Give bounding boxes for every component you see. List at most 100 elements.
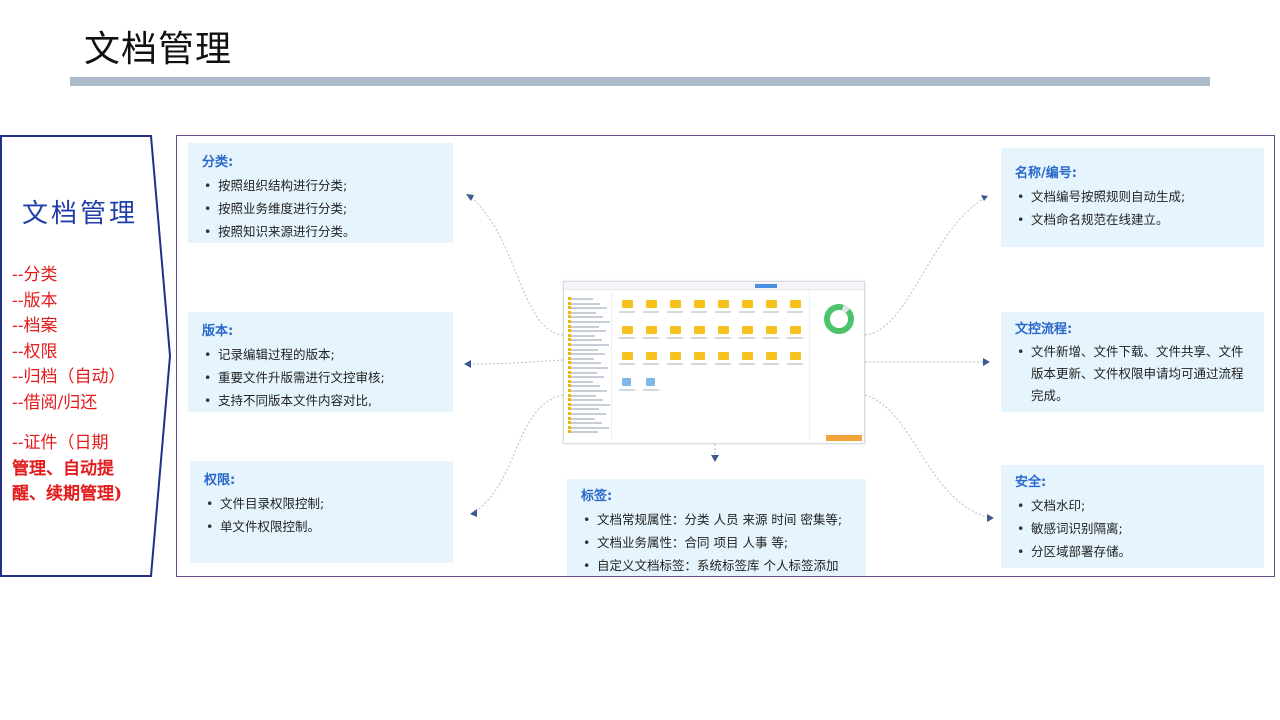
screenshot-tree-row — [568, 356, 594, 360]
side-item: --分类 — [12, 265, 58, 285]
side-item: --证件（日期 — [12, 433, 109, 453]
screenshot-folder-label — [643, 389, 659, 391]
screenshot-tree-row — [568, 393, 596, 397]
screenshot-folder-icon — [670, 352, 681, 360]
card-title: 名称/编号: — [1015, 166, 1077, 181]
title-divider — [70, 77, 1210, 86]
screenshot-folder-icon — [646, 378, 655, 386]
card-item: 敏感词识别隔离; — [1015, 517, 1250, 540]
screenshot-tree-row — [568, 389, 607, 392]
screenshot-tree-row — [568, 430, 598, 434]
screenshot-toolbar — [564, 282, 864, 290]
screenshot-folder-label — [739, 311, 755, 313]
side-item: 醒、续期管理) — [12, 484, 123, 504]
screenshot-folder-label — [787, 337, 803, 339]
screenshot-tree-row — [568, 425, 609, 429]
screenshot-tree-row — [568, 306, 607, 310]
screenshot-folder-label — [715, 337, 731, 339]
card-title: 标签: — [581, 489, 613, 504]
card-item: 文档常规属性：分类 人员 来源 时间 密集等; — [581, 508, 852, 531]
card-item: 文档编号按照规则自动生成; — [1015, 185, 1250, 208]
screenshot-folder-label — [691, 363, 707, 365]
screenshot-folder-label — [739, 363, 755, 365]
card-title: 版本: — [202, 324, 234, 339]
card-item: 文档命名规范在线建立。 — [1015, 208, 1250, 231]
side-item: --归档（自动） — [12, 367, 126, 387]
screenshot-folder-label — [619, 363, 635, 365]
side-panel-list: --分类 --版本 --档案 --权限 --归档（自动） --借阅/归还 --证… — [12, 263, 162, 508]
arrow-head — [470, 509, 477, 517]
screenshot-folder-icon — [790, 300, 801, 308]
screenshot-folder-icon — [790, 352, 801, 360]
screenshot-folder-label — [667, 363, 683, 365]
screenshot-folder-icon — [646, 352, 657, 360]
card-item: 自定义文档标签：系统标签库 个人标签添加 — [581, 554, 852, 577]
screenshot-tree-row — [568, 379, 593, 383]
screenshot-folder-label — [763, 363, 779, 365]
screenshot-tree-row — [568, 407, 599, 411]
side-item: --档案 — [12, 316, 58, 336]
screenshot-tree-row — [568, 338, 602, 342]
card-title: 权限: — [204, 473, 236, 488]
screenshot-folder-icon — [622, 352, 633, 360]
screenshot-tree-row — [568, 324, 599, 328]
document-manager-screenshot — [563, 281, 865, 444]
card-classify: 分类: 按照组织结构进行分类; 按照业务维度进行分类; 按照知识来源进行分类。 — [188, 143, 453, 243]
screenshot-tree-row — [568, 361, 601, 365]
card-item: 按照知识来源进行分类。 — [202, 220, 439, 243]
side-panel-shape — [0, 135, 172, 577]
screenshot-tree-row — [568, 301, 600, 305]
screenshot-tree-row — [568, 412, 606, 415]
screenshot-folder-icon — [718, 300, 729, 308]
side-panel-title: 文档管理 — [22, 199, 139, 229]
screenshot-folder-label — [787, 363, 803, 365]
screenshot-tree-row — [568, 402, 610, 406]
screenshot-footer-button — [826, 435, 862, 441]
screenshot-folder-icon — [766, 326, 777, 334]
screenshot-folder-label — [787, 311, 803, 313]
card-item: 文档水印; — [1015, 494, 1250, 517]
screenshot-tree-row — [568, 416, 595, 420]
arrow-head — [711, 455, 719, 462]
card-item: 分区域部署存储。 — [1015, 540, 1250, 563]
side-item: --权限 — [12, 341, 58, 362]
screenshot-folder-label — [643, 311, 659, 313]
screenshot-folder-icon — [694, 300, 705, 308]
screenshot-tree-row — [568, 421, 602, 425]
page-title: 文档管理 — [84, 29, 233, 70]
screenshot-tree-row — [568, 384, 600, 388]
screenshot-folder-icon — [718, 326, 729, 334]
screenshot-folder-grid — [618, 296, 808, 406]
arrow-head — [464, 360, 471, 368]
card-version: 版本: 记录编辑过程的版本; 重要文件升版需进行文控审核; 支持不同版本文件内容… — [188, 312, 453, 412]
card-title: 分类: — [202, 155, 234, 170]
screenshot-folder-label — [715, 311, 731, 313]
card-item: 单文件权限控制。 — [204, 515, 439, 538]
screenshot-folder-label — [643, 363, 659, 365]
screenshot-folder-icon — [622, 326, 633, 334]
screenshot-folder-icon — [742, 352, 753, 360]
screenshot-folder-label — [619, 337, 635, 339]
screenshot-tree-row — [568, 370, 597, 374]
screenshot-donut-chart — [824, 304, 854, 334]
screenshot-tree-row — [568, 297, 593, 300]
screenshot-tree-row — [568, 366, 608, 369]
screenshot-folder-icon — [742, 326, 753, 334]
card-security: 安全: 文档水印; 敏感词识别隔离; 分区域部署存储。 — [1001, 465, 1264, 568]
side-item: --版本 — [12, 290, 58, 311]
screenshot-folder-icon — [766, 352, 777, 360]
arrow-head — [981, 195, 988, 201]
card-title: 文控流程: — [1015, 322, 1073, 337]
screenshot-tree-row — [568, 320, 610, 323]
screenshot-folder-icon — [742, 300, 753, 308]
card-item: 记录编辑过程的版本; — [202, 343, 439, 366]
screenshot-folder-icon — [790, 326, 801, 334]
card-tags: 标签: 文档常规属性：分类 人员 来源 时间 密集等; 文档业务属性：合同 项目… — [567, 479, 866, 577]
arrow-head — [987, 514, 994, 522]
arrow-head — [983, 358, 990, 366]
screenshot-tree-row — [568, 315, 603, 319]
screenshot-folder-tree — [566, 292, 612, 440]
screenshot-tree-row — [568, 347, 598, 351]
screenshot-folder-label — [691, 311, 707, 313]
